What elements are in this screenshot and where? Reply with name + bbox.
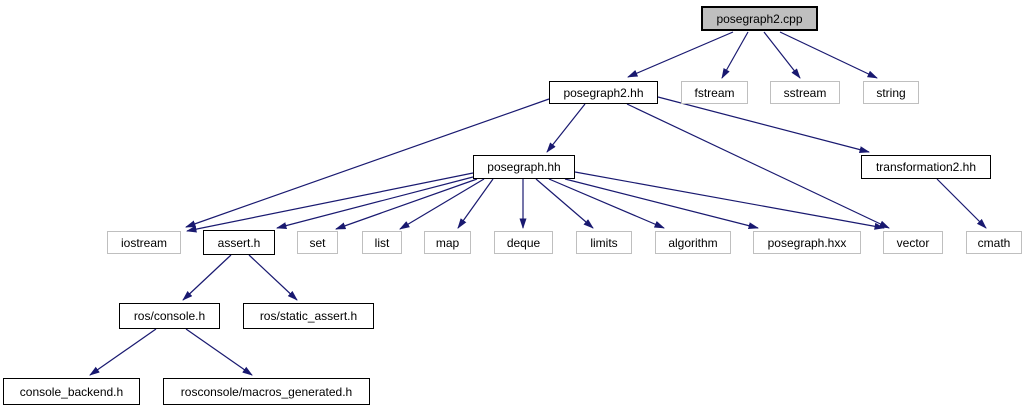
- graph-node-label: deque: [506, 235, 541, 250]
- graph-node-label: console_backend.h: [19, 384, 124, 399]
- edge-group: [89, 31, 987, 376]
- edge-posegraph-hh-to-assert-h: [276, 176, 474, 229]
- edge-posegraph-hh-to-algorithm: [548, 178, 665, 229]
- edge-ros-console-h-to-rosconsole-macros-generated-h: [185, 328, 253, 376]
- graph-node-label: iostream: [120, 235, 167, 250]
- graph-node-fstream: fstream: [681, 81, 748, 104]
- edge-posegraph2-cpp-to-fstream: [721, 31, 749, 79]
- graph-node-console-backend-h[interactable]: console_backend.h: [3, 378, 140, 405]
- graph-node-map: map: [424, 231, 471, 254]
- graph-node-label: map: [435, 235, 460, 250]
- edge-posegraph-hh-to-iostream: [186, 172, 474, 233]
- graph-node-label: cmath: [977, 235, 1011, 250]
- graph-node-set: set: [297, 231, 338, 254]
- graph-node-label: sstream: [783, 85, 827, 100]
- graph-node-ros-console-h[interactable]: ros/console.h: [119, 303, 220, 329]
- graph-node-label: list: [374, 235, 390, 250]
- graph-node-sstream: sstream: [770, 81, 840, 104]
- edge-posegraph2-hh-to-transformation2-hh: [657, 96, 870, 153]
- graph-node-cmath: cmath: [966, 231, 1022, 254]
- graph-node-list: list: [362, 231, 402, 254]
- edge-posegraph2-cpp-to-posegraph2-hh: [627, 31, 734, 78]
- graph-node-ros-static-assert-h[interactable]: ros/static_assert.h: [243, 303, 374, 329]
- graph-node-assert-h[interactable]: assert.h: [203, 230, 275, 255]
- edge-ros-console-h-to-console-backend-h: [89, 328, 157, 376]
- graph-node-posegraph-hh[interactable]: posegraph.hh: [473, 155, 575, 179]
- edge-posegraph2-cpp-to-sstream: [763, 31, 801, 79]
- graph-node-label: limits: [590, 235, 618, 250]
- edge-transformation2-hh-to-cmath: [936, 178, 987, 229]
- edge-posegraph-hh-to-list: [399, 178, 485, 230]
- graph-node-algorithm: algorithm: [655, 231, 731, 254]
- graph-node-rosconsole-macros-generated-h[interactable]: rosconsole/macros_generated.h: [163, 378, 370, 405]
- edge-posegraph-hh-to-map: [457, 178, 494, 229]
- graph-node-label: posegraph.hh: [487, 160, 561, 174]
- edge-posegraph-hh-to-posegraph-hxx: [564, 178, 759, 230]
- edge-posegraph-hh-to-vector: [574, 171, 885, 230]
- graph-node-label: set: [309, 235, 326, 250]
- edge-posegraph-hh-to-limits: [535, 178, 594, 229]
- edge-posegraph2-hh-to-vector: [626, 103, 890, 229]
- graph-node-label: posegraph.hxx: [767, 235, 847, 250]
- graph-node-label: fstream: [694, 85, 735, 100]
- graph-node-posegraph-hxx: posegraph.hxx: [753, 231, 861, 254]
- edge-assert-h-to-ros-console-h: [182, 254, 232, 301]
- graph-node-label: transformation2.hh: [875, 160, 977, 174]
- graph-node-label: ros/console.h: [133, 309, 206, 323]
- graph-node-deque: deque: [494, 231, 553, 254]
- edge-assert-h-to-ros-static-assert-h: [248, 254, 298, 301]
- graph-node-label: assert.h: [217, 235, 261, 250]
- graph-node-label: ros/static_assert.h: [259, 309, 358, 323]
- graph-node-posegraph2-hh[interactable]: posegraph2.hh: [549, 81, 658, 104]
- graph-node-posegraph2-cpp: posegraph2.cpp: [701, 6, 818, 31]
- graph-node-limits: limits: [576, 231, 632, 254]
- edge-posegraph2-cpp-to-string: [779, 31, 878, 79]
- graph-node-label: vector: [896, 235, 930, 250]
- graph-node-label: posegraph2.hh: [563, 85, 644, 100]
- graph-node-iostream: iostream: [107, 231, 181, 254]
- graph-node-label: rosconsole/macros_generated.h: [180, 384, 353, 399]
- graph-node-transformation2-hh[interactable]: transformation2.hh: [861, 155, 991, 179]
- graph-node-string: string: [863, 81, 919, 104]
- edge-posegraph2-hh-to-posegraph-hh: [546, 103, 586, 153]
- edge-posegraph-hh-to-set: [335, 178, 478, 230]
- graph-node-vector: vector: [883, 231, 943, 254]
- graph-node-label: posegraph2.cpp: [716, 11, 803, 26]
- graph-node-label: string: [876, 85, 906, 100]
- graph-node-label: algorithm: [668, 235, 718, 250]
